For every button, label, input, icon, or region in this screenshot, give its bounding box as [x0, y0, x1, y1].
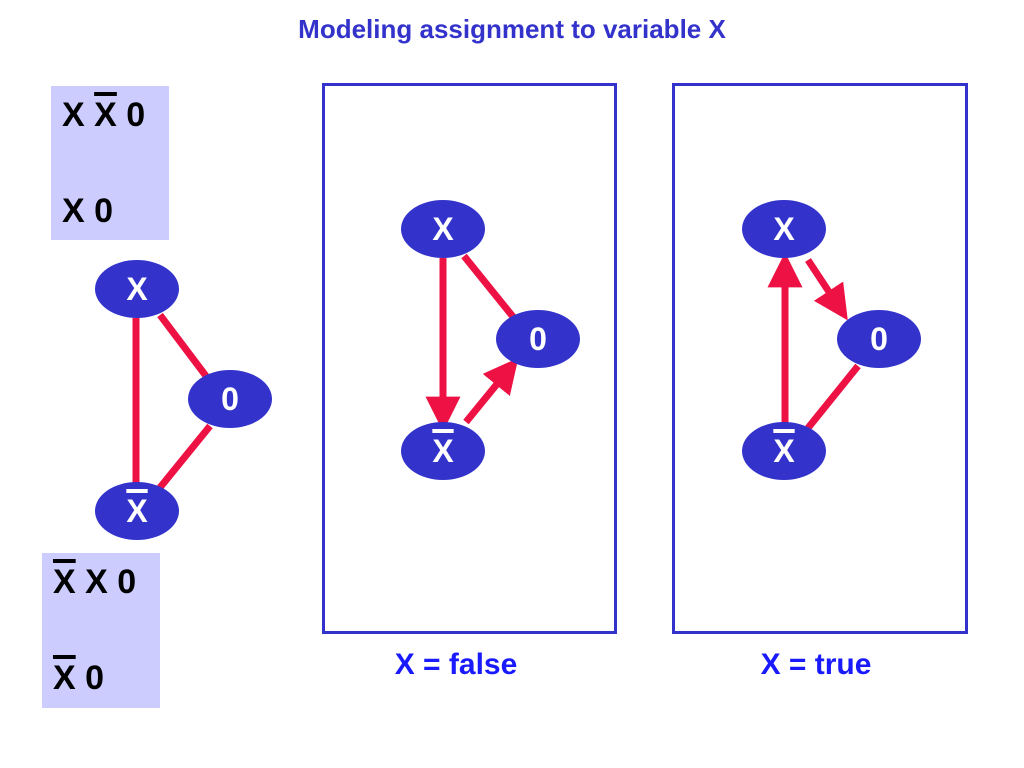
literal: 0: [85, 659, 105, 697]
node-label: X: [773, 210, 795, 247]
node-label: X: [773, 432, 795, 469]
panel-false: [322, 83, 617, 634]
negated-literal: X: [53, 563, 76, 601]
node-xbar: X: [95, 482, 179, 540]
panel-true: [672, 83, 968, 634]
clause-line: X 0: [62, 192, 113, 231]
node-zero: 0: [837, 310, 921, 368]
edge-zero-xbar: [155, 423, 213, 493]
node-zero: 0: [496, 310, 580, 368]
node-label: X: [432, 432, 454, 469]
negated-literal: X: [53, 659, 76, 697]
edge-x-zero: [461, 253, 517, 321]
node-label: 0: [221, 380, 239, 417]
clause-box-bottom: X X 0 X 0: [42, 553, 160, 708]
edge-zero-xbar: [805, 363, 861, 431]
literal: X: [85, 563, 108, 601]
node-x: X: [95, 260, 179, 318]
literal: 0: [117, 563, 137, 601]
node-x: X: [742, 200, 826, 258]
node-label: X: [432, 210, 454, 247]
clause-line: X X 0: [62, 96, 145, 135]
caption-true: X = true: [760, 648, 872, 681]
node-xbar: X: [742, 422, 826, 480]
edge-x-zero: [157, 312, 209, 379]
node-label: 0: [870, 320, 888, 357]
clause-line: X X 0: [53, 563, 136, 602]
negated-literal: X: [94, 96, 117, 134]
node-zero: 0: [188, 370, 272, 428]
node-xbar: X: [401, 422, 485, 480]
literal: 0: [94, 192, 114, 230]
page-title: Modeling assignment to variable X: [298, 14, 726, 44]
node-label: X: [126, 270, 148, 307]
clause-box-top: X X 0 X 0: [51, 86, 169, 240]
literal: X: [62, 96, 85, 134]
node-x: X: [401, 200, 485, 258]
node-label: 0: [529, 320, 547, 357]
arrow-xbar-to-zero: [463, 357, 519, 425]
caption-false: X = false: [394, 648, 518, 681]
literal: 0: [126, 96, 146, 134]
literal: X: [62, 192, 85, 230]
clause-line: X 0: [53, 659, 104, 698]
node-label: X: [126, 492, 148, 529]
arrow-x-to-zero: [805, 258, 848, 321]
